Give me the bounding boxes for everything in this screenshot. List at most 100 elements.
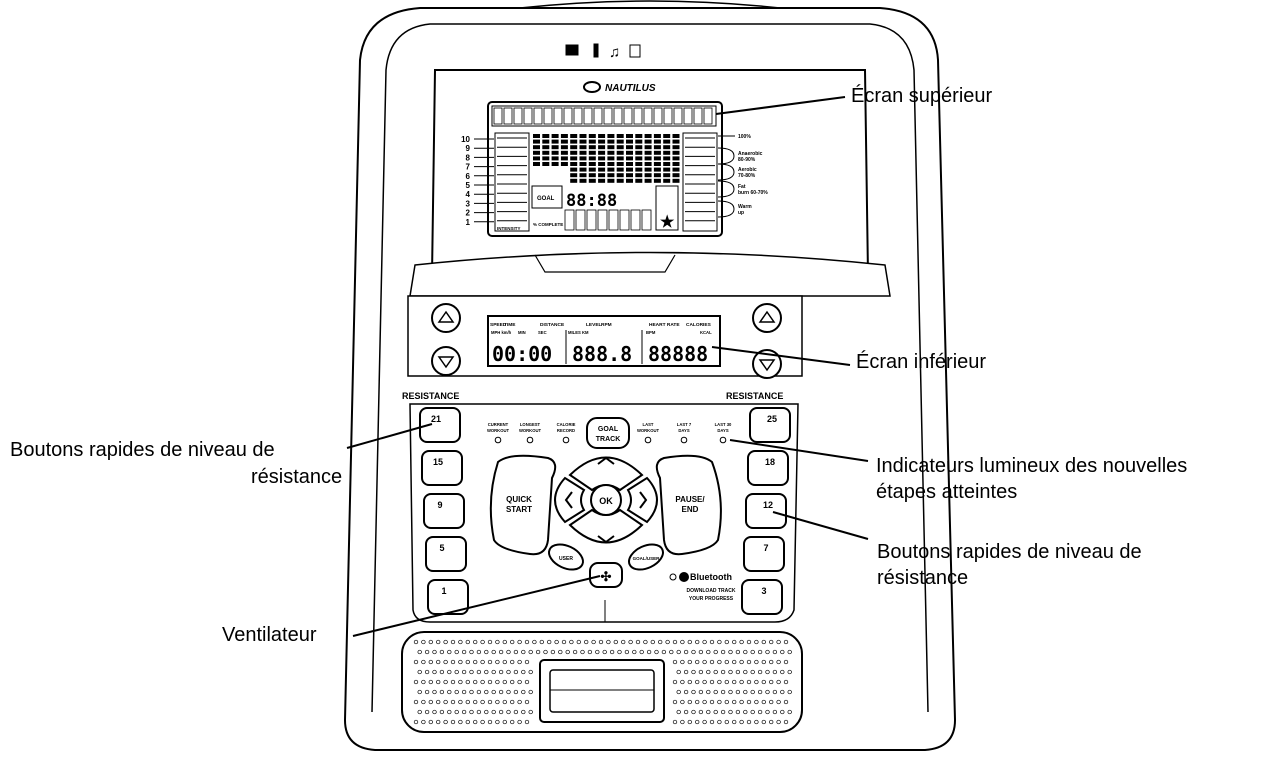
quick-key-label: 1	[441, 586, 446, 596]
resistance-up-button-right[interactable]	[752, 303, 782, 333]
grille-hole	[484, 709, 489, 715]
dot-cell	[673, 107, 683, 125]
grille-hole	[458, 659, 463, 665]
matrix-cell	[626, 156, 633, 161]
grille-hole	[746, 659, 752, 665]
resistance-down-button-left[interactable]	[431, 346, 461, 376]
quick-key-button[interactable]	[419, 407, 461, 443]
ok-button[interactable]	[590, 484, 622, 516]
grille-hole	[672, 639, 678, 645]
pause-end-button[interactable]	[655, 454, 722, 556]
quick-key-button[interactable]	[421, 450, 463, 486]
matrix-cell	[607, 156, 615, 161]
grille-hole	[424, 689, 430, 695]
grille-hole	[772, 649, 778, 655]
quick-key-label: 5	[439, 543, 444, 553]
hr-zone-label: 70-80%	[738, 173, 756, 179]
grille-hole	[436, 679, 441, 685]
grille-hole	[528, 689, 533, 695]
grille-hole	[769, 719, 774, 725]
dot-matrix-cells	[493, 107, 713, 125]
lcd-subheader: MIN	[518, 330, 526, 335]
grille-hole	[569, 639, 574, 645]
hr-zone-label: 100%	[738, 134, 751, 140]
grille-hole	[421, 679, 426, 685]
matrix-cell	[533, 134, 540, 138]
nav-right-button[interactable]	[626, 476, 658, 524]
quick-key-button[interactable]	[423, 493, 465, 529]
matrix-cell	[570, 139, 578, 144]
matrix-cell	[663, 134, 671, 138]
complete-label: % COMPLETE	[533, 222, 563, 227]
grille-hole	[724, 699, 729, 705]
grille-hole	[643, 639, 648, 645]
grille-hole	[709, 659, 715, 665]
dot-cell	[643, 107, 653, 125]
grille-hole	[421, 639, 426, 645]
resistance-up-button-left[interactable]	[431, 303, 461, 333]
grille-hole	[491, 649, 496, 655]
dot-cell	[663, 107, 673, 125]
quick-start-line1: QUICK	[506, 495, 532, 504]
quick-key-button[interactable]	[747, 450, 789, 486]
grille-hole	[561, 639, 567, 645]
grille-hole	[424, 709, 430, 715]
user-button[interactable]	[545, 539, 587, 574]
indicator-label: WORKOUT	[637, 428, 660, 433]
grille-hole	[713, 649, 718, 655]
resistance-down-button-right[interactable]	[752, 349, 782, 379]
matrix-cell	[570, 150, 578, 155]
matrix-cell	[644, 150, 652, 155]
grille-hole	[413, 639, 419, 645]
fan-button[interactable]	[589, 562, 623, 588]
goal-track-line1: GOAL	[598, 426, 619, 433]
matrix-cell	[644, 134, 652, 138]
progress-cell	[619, 209, 630, 231]
grille-hole	[709, 719, 715, 725]
dot-cell	[703, 107, 713, 125]
grille-hole	[672, 659, 678, 665]
grille-hole	[717, 659, 722, 665]
intensity-tick-label: 1	[466, 218, 471, 227]
grille-hole	[421, 719, 426, 725]
quick-key-button[interactable]	[745, 493, 787, 529]
indicator-label: LAST 7	[677, 422, 692, 427]
grille-hole	[702, 699, 707, 705]
matrix-cell	[560, 150, 568, 155]
grille-hole	[506, 689, 511, 695]
grille-hole	[465, 659, 470, 665]
grille-hole	[458, 699, 463, 705]
grille-hole	[683, 649, 689, 655]
lcd-header: LEVEL	[586, 322, 602, 328]
quick-key-button[interactable]	[743, 536, 785, 572]
grille-hole	[576, 639, 581, 645]
goal-user-button[interactable]	[625, 539, 667, 574]
matrix-cell	[663, 139, 671, 144]
quick-key-button[interactable]	[427, 579, 469, 615]
indicator-label: LAST 30	[715, 422, 732, 427]
grille-hole	[461, 649, 467, 655]
quick-key-button[interactable]	[749, 407, 791, 443]
matrix-cell	[644, 178, 652, 183]
matrix-cell	[542, 150, 550, 155]
grille-hole	[436, 719, 441, 725]
zone-bracket	[717, 200, 735, 218]
grille-hole	[776, 679, 781, 685]
resistance-label-left: RESISTANCE	[402, 391, 459, 401]
grille-hole	[687, 659, 692, 665]
nav-left-button[interactable]	[554, 476, 586, 524]
quick-key-button[interactable]	[425, 536, 467, 572]
matrix-cell	[616, 167, 624, 172]
pause-end-line2: END	[682, 505, 699, 514]
grille-hole	[739, 639, 744, 645]
grille-hole	[506, 709, 511, 715]
quick-key-button[interactable]	[741, 579, 783, 615]
navigation-cluster: OK	[554, 456, 658, 544]
intensity-bars	[497, 137, 715, 222]
grille-hole	[746, 699, 752, 705]
goal-track-button[interactable]	[586, 417, 630, 449]
grille-hole	[698, 709, 704, 715]
matrix-cell	[663, 150, 671, 155]
matrix-cell	[635, 145, 643, 150]
quick-start-button[interactable]	[489, 454, 557, 556]
